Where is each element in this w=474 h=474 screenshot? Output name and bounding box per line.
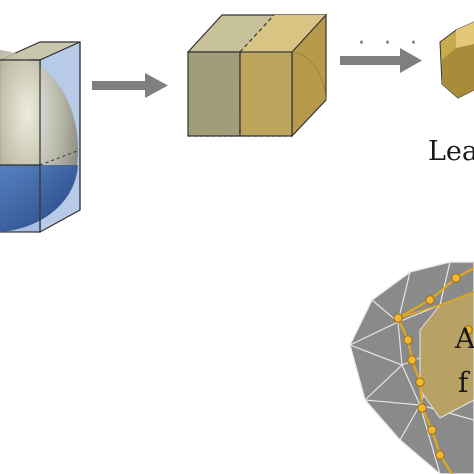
triangle-mesh: [349, 261, 474, 474]
child-cube-front-olive: [187, 51, 241, 137]
child-cube-top-gold: [240, 15, 326, 52]
leaf-label: Lea: [428, 136, 474, 167]
arrow-right-2: [340, 48, 422, 73]
highlighted-face: [419, 291, 474, 419]
child-cube-front-gold: [239, 51, 293, 137]
arrow-right-1: [92, 73, 168, 98]
ellipsis-label: · · ·: [358, 31, 423, 56]
sphere-lower-blue: [0, 165, 78, 232]
octree-root-cube: [0, 41, 81, 234]
face-label-line1: A: [454, 322, 474, 355]
leaf-node-shape: [439, 21, 474, 99]
octree-child-cube: [186, 13, 328, 138]
face-label-line2: f: [458, 366, 471, 399]
